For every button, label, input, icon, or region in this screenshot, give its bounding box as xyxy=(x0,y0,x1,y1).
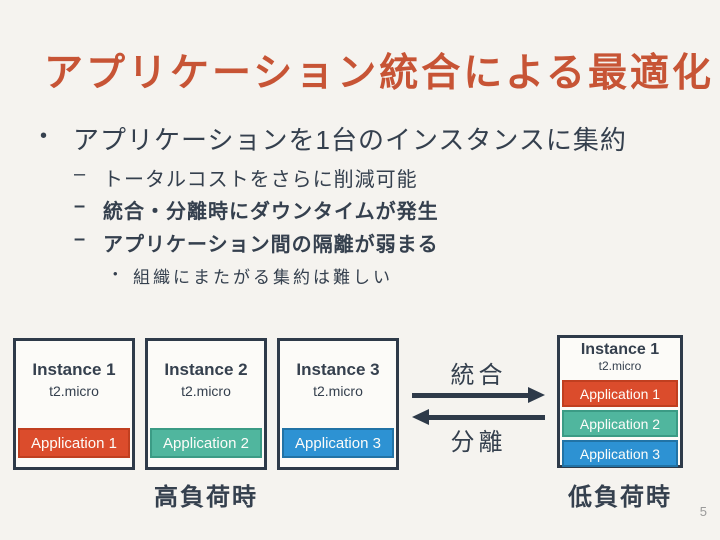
application-label: Application 2 xyxy=(579,415,661,432)
separate-arrow-icon xyxy=(412,409,545,425)
arrow-shaft xyxy=(412,393,530,398)
application-2-box: Application 2 xyxy=(150,428,262,458)
bullet-main: • アプリケーションを1台のインスタンスに集約 xyxy=(40,120,627,157)
application-1-box: Application 1 xyxy=(562,380,678,407)
bullet-main-text: アプリケーションを1台のインスタンスに集約 xyxy=(73,125,627,155)
instance-box-2: Instance 2 t2.micro Application 2 xyxy=(145,338,267,470)
instance-type: t2.micro xyxy=(313,383,363,399)
application-label: Application 1 xyxy=(579,385,661,402)
application-stack: Application 1 Application 2 Application … xyxy=(562,380,678,470)
application-3-box: Application 3 xyxy=(562,440,678,467)
separate-label: 分離 xyxy=(450,429,507,456)
arrow-head-right xyxy=(528,387,545,403)
application-1-box: Application 1 xyxy=(18,428,130,458)
merged-instance-box: Instance 1 t2.micro Application 1 Applic… xyxy=(557,335,683,468)
instance-type: t2.micro xyxy=(598,359,642,373)
integrate-label: 統合 xyxy=(450,362,507,389)
dash-marker: – xyxy=(74,195,87,217)
low-load-caption: 低負荷時 xyxy=(568,484,672,511)
instance-box-3: Instance 3 t2.micro Application 3 xyxy=(277,338,399,470)
instance-type: t2.micro xyxy=(181,383,231,399)
dash-marker: – xyxy=(74,228,87,250)
bullet-marker: • xyxy=(40,125,49,147)
dash-marker: – xyxy=(74,163,87,185)
instance-name: Instance 1 xyxy=(32,360,116,379)
arrow-head-left xyxy=(412,409,429,425)
bullet-subsub-organization-text: 組織にまたがる集約は難しい xyxy=(133,268,393,287)
instance-box-1: Instance 1 t2.micro Application 1 xyxy=(13,338,135,470)
instance-name: Instance 1 xyxy=(580,341,660,358)
bullet-sub-downtime: – 統合・分離時にダウンタイムが発生 xyxy=(74,195,439,224)
bullet-sub-downtime-text: 統合・分離時にダウンタイムが発生 xyxy=(103,201,439,223)
instance-name: Instance 3 xyxy=(296,360,380,379)
bullet-marker: • xyxy=(113,266,118,281)
application-label: Application 1 xyxy=(31,434,117,452)
page-number: 5 xyxy=(699,504,707,519)
bullet-sub-cost-text: トータルコストをさらに削減可能 xyxy=(103,169,418,191)
bullet-subsub-organization: • 組織にまたがる集約は難しい xyxy=(113,263,393,288)
arrow-shaft xyxy=(427,415,545,420)
bullet-sub-isolation: – アプリケーション間の隔離が弱まる xyxy=(74,228,439,257)
slide-title: アプリケーション統合による最適化 xyxy=(44,52,715,95)
high-load-caption: 高負荷時 xyxy=(154,484,258,511)
instance-name: Instance 2 xyxy=(164,360,248,379)
application-label: Application 3 xyxy=(295,434,381,452)
application-label: Application 3 xyxy=(579,445,661,462)
integrate-arrow-icon xyxy=(412,387,545,403)
bullet-sub-isolation-text: アプリケーション間の隔離が弱まる xyxy=(103,234,439,256)
application-label: Application 2 xyxy=(163,434,249,452)
instance-type: t2.micro xyxy=(49,383,99,399)
bullet-sub-cost: – トータルコストをさらに削減可能 xyxy=(74,163,418,192)
application-2-box: Application 2 xyxy=(562,410,678,437)
application-3-box: Application 3 xyxy=(282,428,394,458)
